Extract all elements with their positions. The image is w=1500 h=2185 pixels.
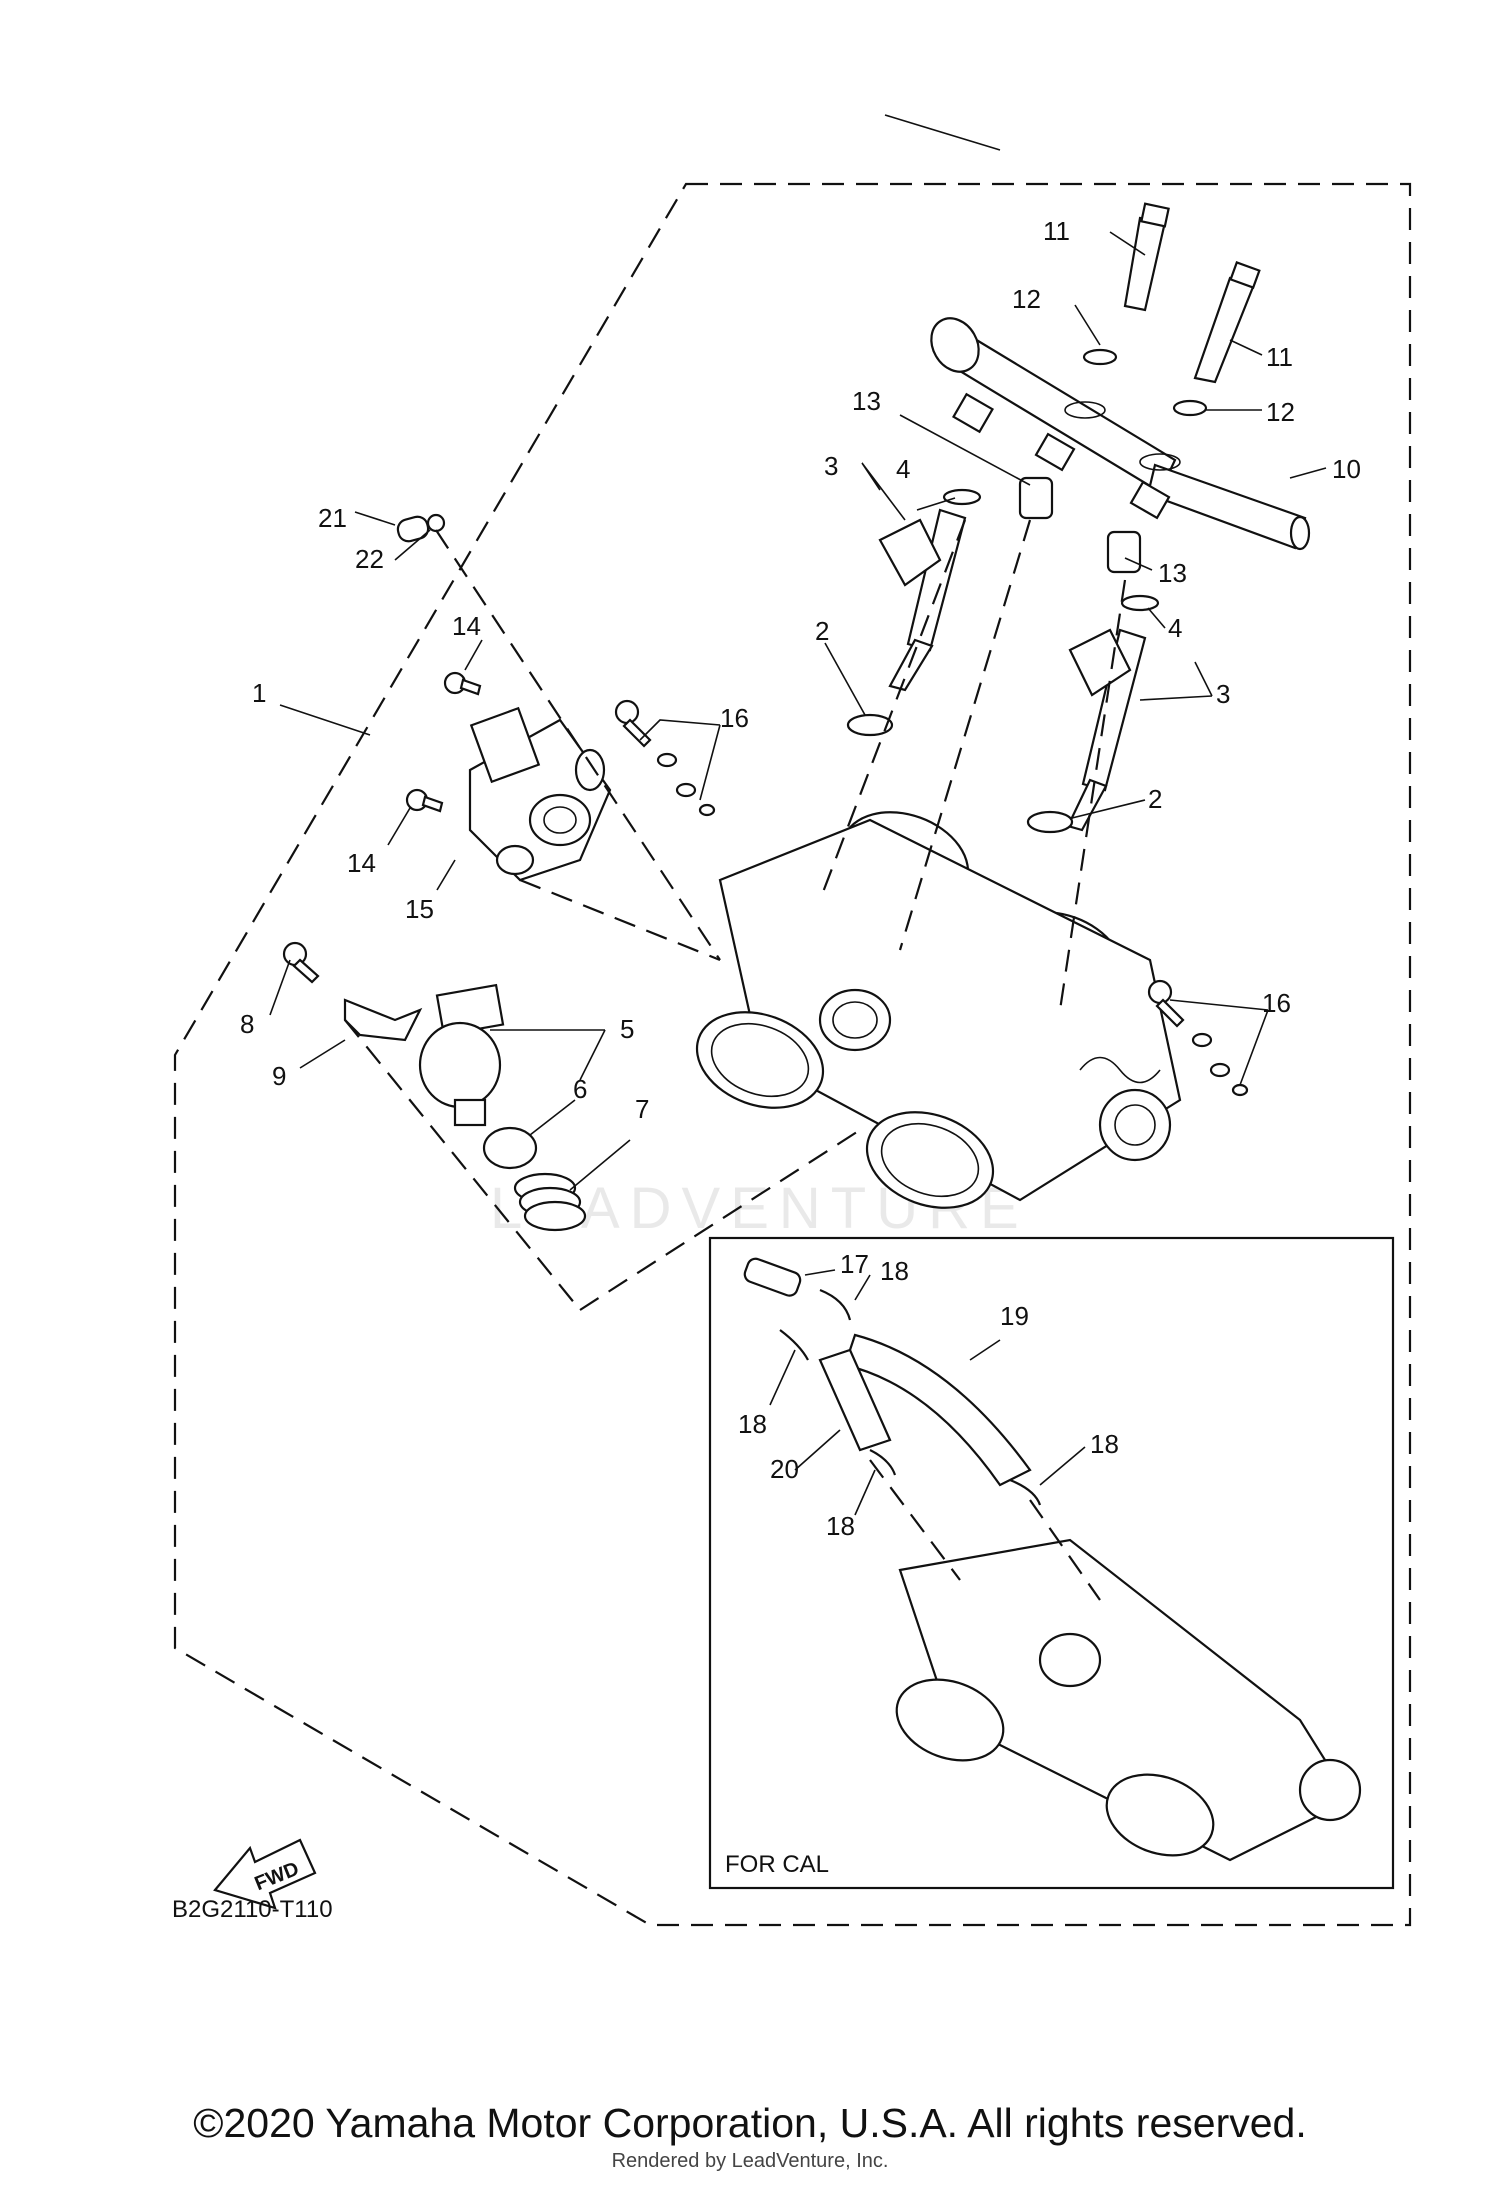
clamp-18-a — [819, 1288, 852, 1321]
callout-13: 13 — [1158, 558, 1187, 588]
callout-12: 12 — [1266, 397, 1295, 427]
callout-18: 18 — [738, 1409, 767, 1439]
callout-18: 18 — [826, 1511, 855, 1541]
callout-11: 11 — [1266, 342, 1293, 372]
leader-lines — [269, 114, 1327, 1601]
diagram-code: B2G2110-T110 — [172, 1896, 333, 1923]
callout-16: 16 — [1262, 988, 1291, 1018]
o-ring-4-right — [1120, 594, 1160, 612]
callout-4: 4 — [896, 454, 910, 484]
callout-11: 11 — [1043, 216, 1070, 246]
throttle-body — [695, 811, 1182, 1209]
seal-2-right — [1026, 810, 1074, 834]
fuel-rail — [930, 317, 1311, 551]
collar-13-lower — [1106, 530, 1142, 574]
ring-22 — [426, 513, 446, 533]
callout-2: 2 — [815, 616, 829, 646]
screw-16-right — [1147, 979, 1249, 1097]
copyright-text: ©2020 Yamaha Motor Corporation, U.S.A. A… — [193, 2100, 1307, 2146]
fitting-17 — [743, 1257, 802, 1297]
clamp-18-d — [1009, 1478, 1042, 1506]
map-sensor-5 — [418, 983, 505, 1127]
callout-4: 4 — [1168, 613, 1182, 643]
callout-12: 12 — [1012, 284, 1041, 314]
fwd-arrow-icon: FWD — [213, 1838, 317, 1910]
collar-13-top — [1018, 476, 1054, 520]
callout-18: 18 — [880, 1256, 909, 1286]
callout-14: 14 — [347, 848, 376, 878]
screw-8 — [282, 941, 320, 984]
callout-17: 17 — [840, 1249, 869, 1279]
washer-12-right — [1172, 399, 1208, 417]
callout-labels: 1 2 2 3 3 4 4 5 6 7 8 9 10 11 11 12 12 1… — [240, 216, 1361, 1541]
callout-14: 14 — [452, 611, 481, 641]
throttle-position-sensor-15 — [468, 706, 612, 882]
callout-15: 15 — [405, 894, 434, 924]
callout-3: 3 — [824, 451, 838, 481]
callout-20: 20 — [770, 1454, 799, 1484]
callout-6: 6 — [573, 1074, 587, 1104]
washer-12-left — [1082, 348, 1118, 366]
callout-7: 7 — [635, 1094, 649, 1124]
screw-16-top — [614, 699, 716, 817]
o-ring-4-left — [942, 488, 982, 506]
callout-18: 18 — [1090, 1429, 1119, 1459]
bolt-11-left — [1123, 202, 1170, 312]
callout-10: 10 — [1332, 454, 1361, 484]
hose-19 — [843, 1333, 1032, 1487]
bolt-11-right — [1193, 261, 1261, 384]
seal-2-left — [846, 713, 894, 737]
injector-right — [1066, 628, 1147, 832]
callout-13: 13 — [852, 386, 881, 416]
callout-3: 3 — [1216, 679, 1230, 709]
for-cal-inset-box — [708, 1236, 1395, 1890]
screw-14-lower — [405, 788, 444, 813]
assembly-boundary — [173, 182, 1412, 1927]
screw-14-top — [443, 671, 482, 696]
rendered-by-text: Rendered by LeadVenture, Inc. — [611, 2150, 889, 2172]
callout-21: 21 — [318, 503, 347, 533]
o-ring-6 — [482, 1126, 538, 1170]
hose-20 — [818, 1348, 892, 1452]
callout-9: 9 — [272, 1061, 286, 1091]
callout-8: 8 — [240, 1009, 254, 1039]
callout-22: 22 — [355, 544, 384, 574]
callout-16: 16 — [720, 703, 749, 733]
cap-21 — [396, 515, 430, 543]
injector-left — [878, 508, 967, 692]
callout-1: 1 — [252, 678, 266, 708]
callout-2: 2 — [1148, 784, 1162, 814]
callout-5: 5 — [620, 1014, 634, 1044]
inset-throttle-body — [895, 1538, 1362, 1862]
inset-label: FOR CAL — [725, 1851, 829, 1878]
clamp-18-b — [779, 1329, 809, 1361]
spring-7 — [513, 1172, 587, 1232]
clamp-18-c — [869, 1449, 897, 1476]
callout-19: 19 — [1000, 1301, 1029, 1331]
